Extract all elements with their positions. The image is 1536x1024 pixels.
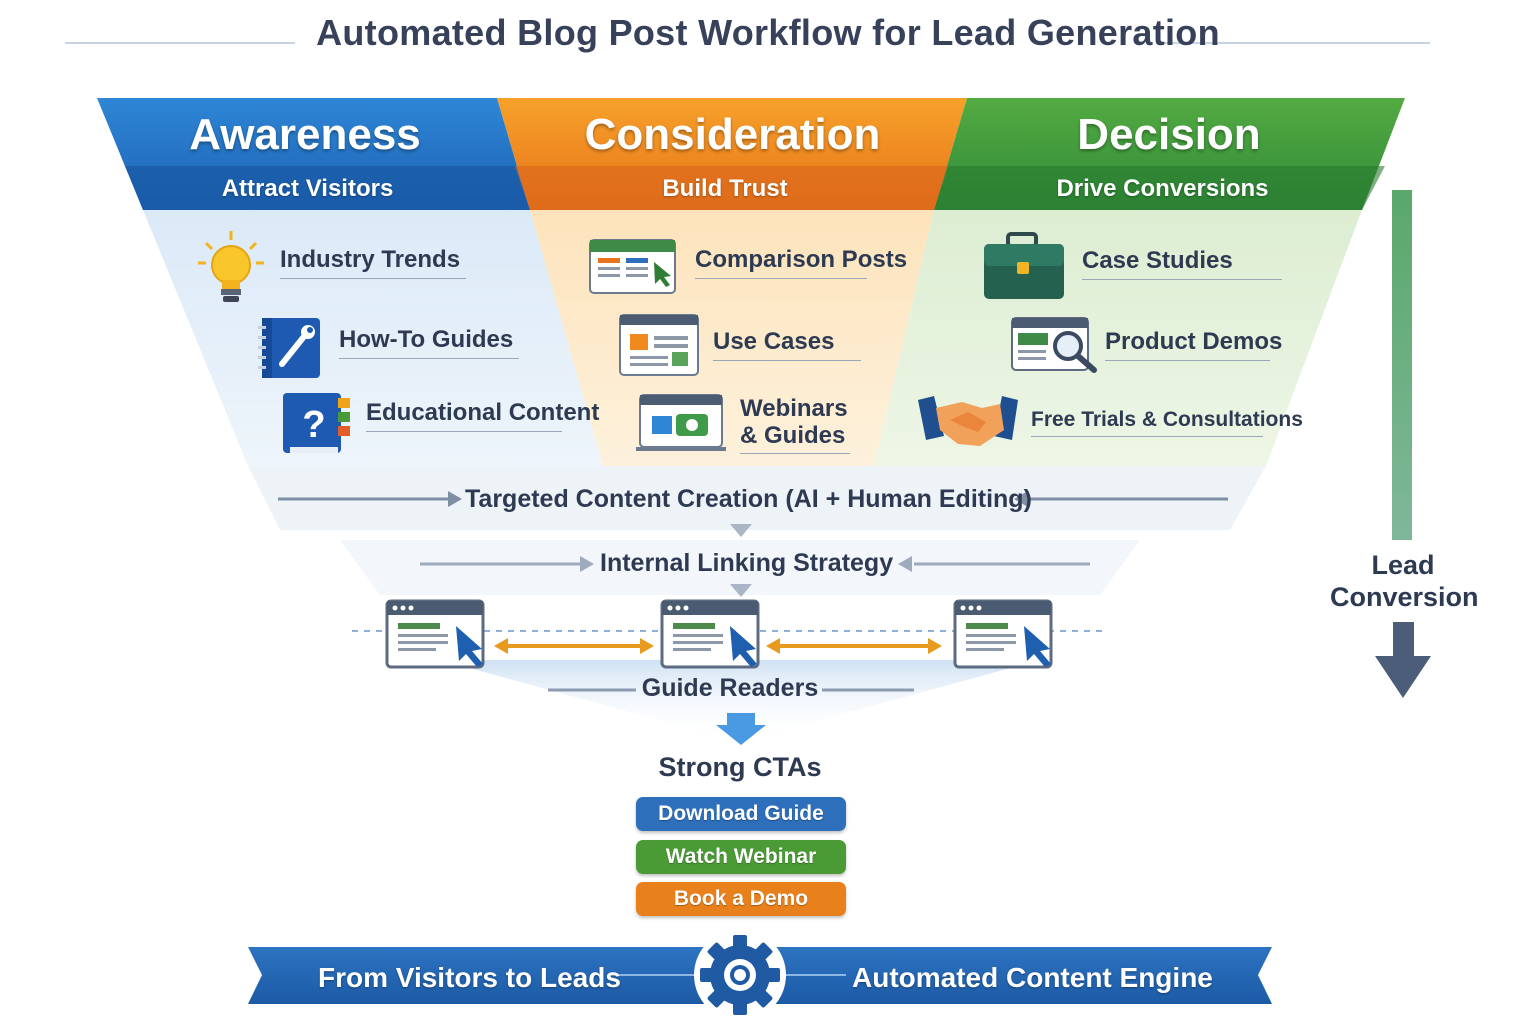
content-creation-band	[248, 466, 1266, 530]
gear-icon	[694, 929, 786, 1021]
stage-awareness-subtitle: Attract Visitors	[221, 175, 394, 202]
lead-conversion-line2: Conversion	[1330, 582, 1479, 612]
lightbulb-icon	[198, 231, 264, 302]
internal-linking-label: Internal Linking Strategy	[600, 549, 894, 577]
wrench-book-icon	[258, 318, 320, 378]
comparison-browser-icon	[589, 239, 676, 294]
webinar-screen-icon	[636, 394, 726, 451]
page-title: Automated Blog Post Workflow for Lead Ge…	[316, 12, 1220, 53]
svg-text:?: ?	[302, 404, 325, 446]
ctas-heading: Strong CTAs	[658, 752, 822, 782]
lead-conversion-bar	[1392, 190, 1412, 540]
use-case-browser-icon	[619, 314, 699, 376]
funnel-bottom	[440, 660, 1040, 742]
watch-webinar-button[interactable]: Watch Webinar	[636, 840, 846, 874]
item-industry-trends: Industry Trends	[280, 246, 466, 279]
guide-readers-label: Guide Readers	[641, 674, 819, 702]
lead-conversion-label: Lead Conversion	[1330, 549, 1479, 613]
item-product-demos: Product Demos	[1105, 328, 1282, 361]
item-webinars-guides: Webinars & Guides	[740, 395, 850, 454]
linked-page-1-icon	[385, 599, 485, 669]
item-comparison-posts: Comparison Posts	[695, 246, 907, 279]
banner-right-text: Automated Content Engine	[852, 962, 1213, 993]
stage-awareness-title: Awareness	[189, 110, 421, 159]
stage-decision-subtitle: Drive Conversions	[1056, 175, 1269, 202]
content-creation-label: Targeted Content Creation (AI + Human Ed…	[465, 485, 1032, 513]
stage-consideration-title: Consideration	[584, 110, 881, 159]
item-educational-content: Educational Content	[366, 399, 599, 432]
linked-page-2-icon	[660, 599, 760, 669]
item-case-studies: Case Studies	[1082, 247, 1282, 280]
briefcase-icon	[984, 232, 1064, 299]
download-guide-button[interactable]: Download Guide	[636, 797, 846, 831]
stage-consideration-subtitle: Build Trust	[662, 175, 788, 202]
linked-page-3-icon	[953, 599, 1053, 669]
book-demo-button[interactable]: Book a Demo	[636, 882, 846, 916]
cta-arrow-icon	[716, 713, 766, 745]
magnifier-browser-icon	[1011, 317, 1097, 373]
awareness-panel	[143, 210, 603, 466]
handshake-icon	[918, 396, 1018, 446]
question-book-icon: ?	[283, 393, 350, 453]
lead-conversion-line1: Lead	[1371, 550, 1435, 580]
stage-decision-title: Decision	[1077, 110, 1261, 159]
item-free-trials: Free Trials & Consultations	[1031, 408, 1303, 437]
item-how-to-guides: How-To Guides	[339, 326, 519, 359]
banner-left-text: From Visitors to Leads	[318, 962, 621, 993]
lead-conversion-arrow-icon	[1375, 622, 1431, 698]
item-use-cases: Use Cases	[713, 328, 861, 361]
